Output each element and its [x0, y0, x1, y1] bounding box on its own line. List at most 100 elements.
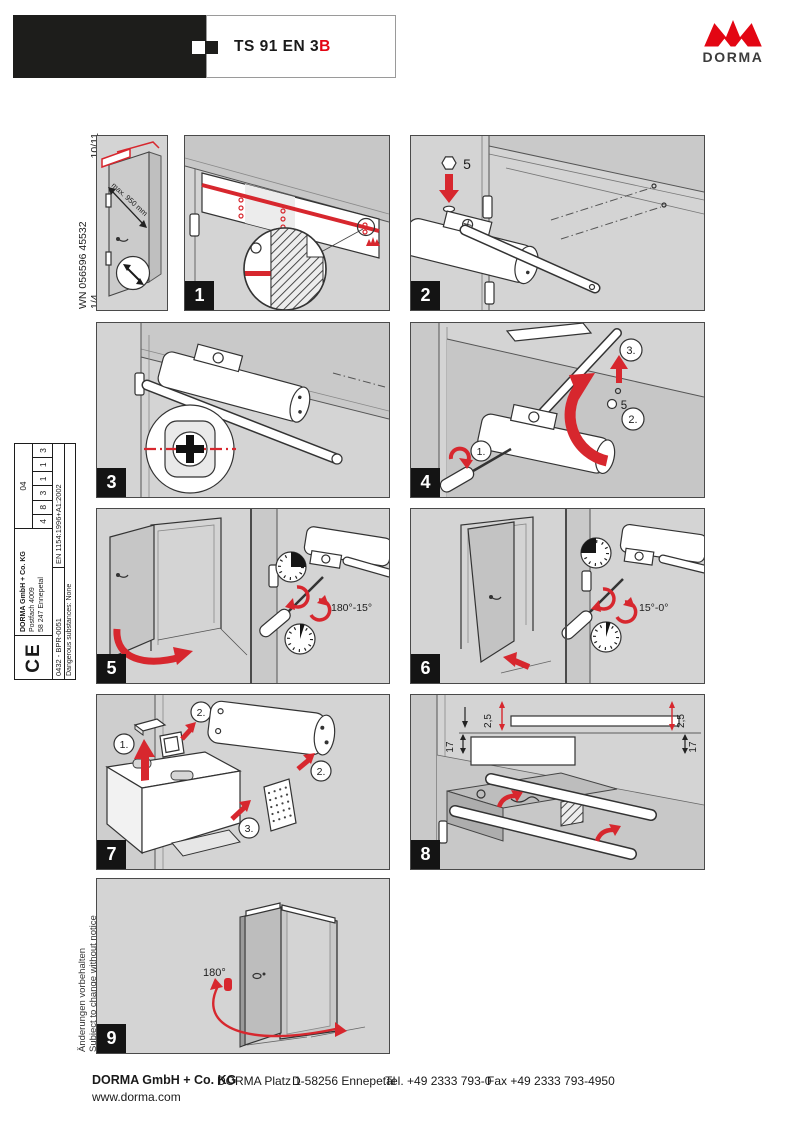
swing-angle-label: 180° — [203, 967, 226, 979]
open-door — [109, 524, 155, 659]
closer-arm — [459, 224, 601, 294]
cover-profile — [449, 805, 637, 860]
packaging-box — [105, 751, 242, 857]
sub-panel-divider — [565, 509, 567, 683]
step-number-badge: 4 — [411, 468, 440, 497]
svg-text:1.: 1. — [120, 739, 129, 751]
hinge-icon — [482, 195, 493, 219]
ce-classification-digits: 4 8 3 1 1 3 — [33, 444, 52, 528]
ce-year: 04 — [15, 444, 33, 528]
door-closer-body — [303, 526, 389, 569]
product-title-text: TS 91 EN 3 — [234, 37, 320, 55]
door-closer-body — [619, 523, 704, 566]
template-illustration — [185, 136, 389, 310]
panel-step8: 2,5 2,5 17 17 — [410, 694, 705, 870]
ce-address2: 58 247 Ennepetal — [38, 577, 45, 632]
step2a-marker: 2. — [190, 701, 212, 723]
step-number-badge: 6 — [411, 654, 440, 683]
red-down-arrow-icon — [439, 174, 459, 203]
panel-step6: 15°-0° 6 — [410, 508, 705, 684]
panel-step2: 5 2 — [410, 135, 705, 311]
ce-company: DORMA GmbH + Co. KG — [20, 551, 27, 632]
hex-key-size-label: 5 — [606, 398, 627, 412]
product-title-suffix: B — [319, 37, 331, 55]
cover-dimensions-illustration: 2,5 2,5 17 17 — [411, 695, 704, 869]
perforated-plate — [263, 778, 297, 832]
drill-hole-marks — [238, 197, 368, 235]
screwdriver-icon — [561, 578, 624, 640]
footer-website: www.dorma.com — [92, 1090, 181, 1104]
registration-mark-white — [192, 41, 205, 54]
red-arrow — [230, 804, 248, 821]
dorma-crown-icon — [704, 20, 762, 47]
arm-preload-illustration: 1. 2. 3. 5 — [411, 323, 704, 497]
ce-cert-number: 0432 - BPR-0051 — [53, 567, 64, 679]
hinge-icon — [581, 570, 592, 592]
footer-company: DORMA GmbH + Co. KG — [92, 1073, 237, 1087]
footer-street: DORMA Platz 1 — [217, 1074, 302, 1088]
red-up-arrow-icon — [134, 739, 155, 781]
panel-step3: 3 — [96, 322, 390, 498]
ce-address1: Postfach 4009 — [29, 587, 36, 632]
red-rotate-arrow-large — [564, 373, 609, 467]
speed-dial-icon — [275, 551, 307, 583]
step2-marker: 2. — [621, 407, 645, 431]
frame-channel — [281, 904, 336, 924]
latching-speed-illustration: 15°-0° — [460, 509, 704, 683]
hinge-icon — [268, 564, 279, 588]
svg-text:2.: 2. — [197, 707, 206, 719]
drilling-template — [201, 172, 380, 259]
hinge-icon — [438, 820, 448, 844]
closer-arm — [141, 379, 343, 465]
angle-range-label: 15°-0° — [639, 602, 668, 614]
step-number-badge: 7 — [97, 840, 126, 869]
hex-key-size-label: 5 — [441, 156, 471, 172]
ce-standard: EN 1154:1996+A1:2002 — [54, 484, 63, 564]
end-plate — [159, 731, 185, 758]
step-number-badge: 1 — [185, 281, 214, 310]
dim-label-2-5: 2,5 — [676, 714, 687, 728]
speed-dial-icon — [580, 537, 612, 569]
door-closer-outline-red — [101, 141, 160, 169]
svg-text:2.: 2. — [628, 414, 637, 426]
svg-text:1.: 1. — [477, 446, 486, 458]
svg-text:3.: 3. — [245, 823, 254, 835]
ce-substances: Dangerous substances: None — [64, 444, 75, 679]
slide-channel — [505, 323, 593, 342]
closing-door — [467, 521, 515, 664]
hinge-icon — [105, 193, 112, 208]
accessories-illustration: 1. 2. — [97, 695, 336, 869]
dorma-logo-text: DORMA — [702, 49, 764, 65]
change-notice-de: Änderungen vorbehalten — [77, 947, 88, 1052]
svg-text:3.: 3. — [626, 345, 635, 357]
ce-digit: 1 — [33, 457, 52, 472]
panel-step1-template: 1 — [184, 135, 390, 311]
angle-range-label: 180°-15° — [331, 602, 372, 614]
panel-step5: 180°-15° 5 — [96, 508, 390, 684]
red-close-arrow — [503, 652, 531, 670]
speed-dial-icon — [590, 621, 622, 653]
document-number: WN 056596 45532 — [77, 221, 89, 309]
red-up-arrow-icon — [610, 355, 628, 383]
ce-mark: CE — [15, 635, 52, 679]
hinge-icon — [105, 251, 112, 266]
opening-speed-illustration: 180°-15° — [109, 509, 389, 683]
step2b-marker: 2. — [310, 760, 332, 782]
dorma-logo: DORMA — [701, 20, 765, 65]
registration-mark-black — [205, 41, 218, 54]
step-number-badge: 5 — [97, 654, 126, 683]
sub-panel-divider — [250, 509, 252, 683]
screwdriver-icon — [439, 447, 512, 493]
door-max-width-illustration: max. 950 mm — [101, 141, 162, 297]
step3-marker: 3. — [238, 817, 260, 839]
panel-step1-door: max. 950 mm — [96, 135, 168, 311]
panel-step9: 180° 9 — [96, 878, 390, 1054]
red-stop-marker — [224, 978, 232, 991]
svg-text:5: 5 — [463, 156, 471, 172]
dim-label-2-5: 2,5 — [483, 714, 494, 728]
door-closer-body — [157, 343, 311, 423]
open-door — [244, 906, 282, 1046]
ce-digit: 8 — [33, 499, 52, 514]
step1-marker: 1. — [113, 733, 135, 755]
